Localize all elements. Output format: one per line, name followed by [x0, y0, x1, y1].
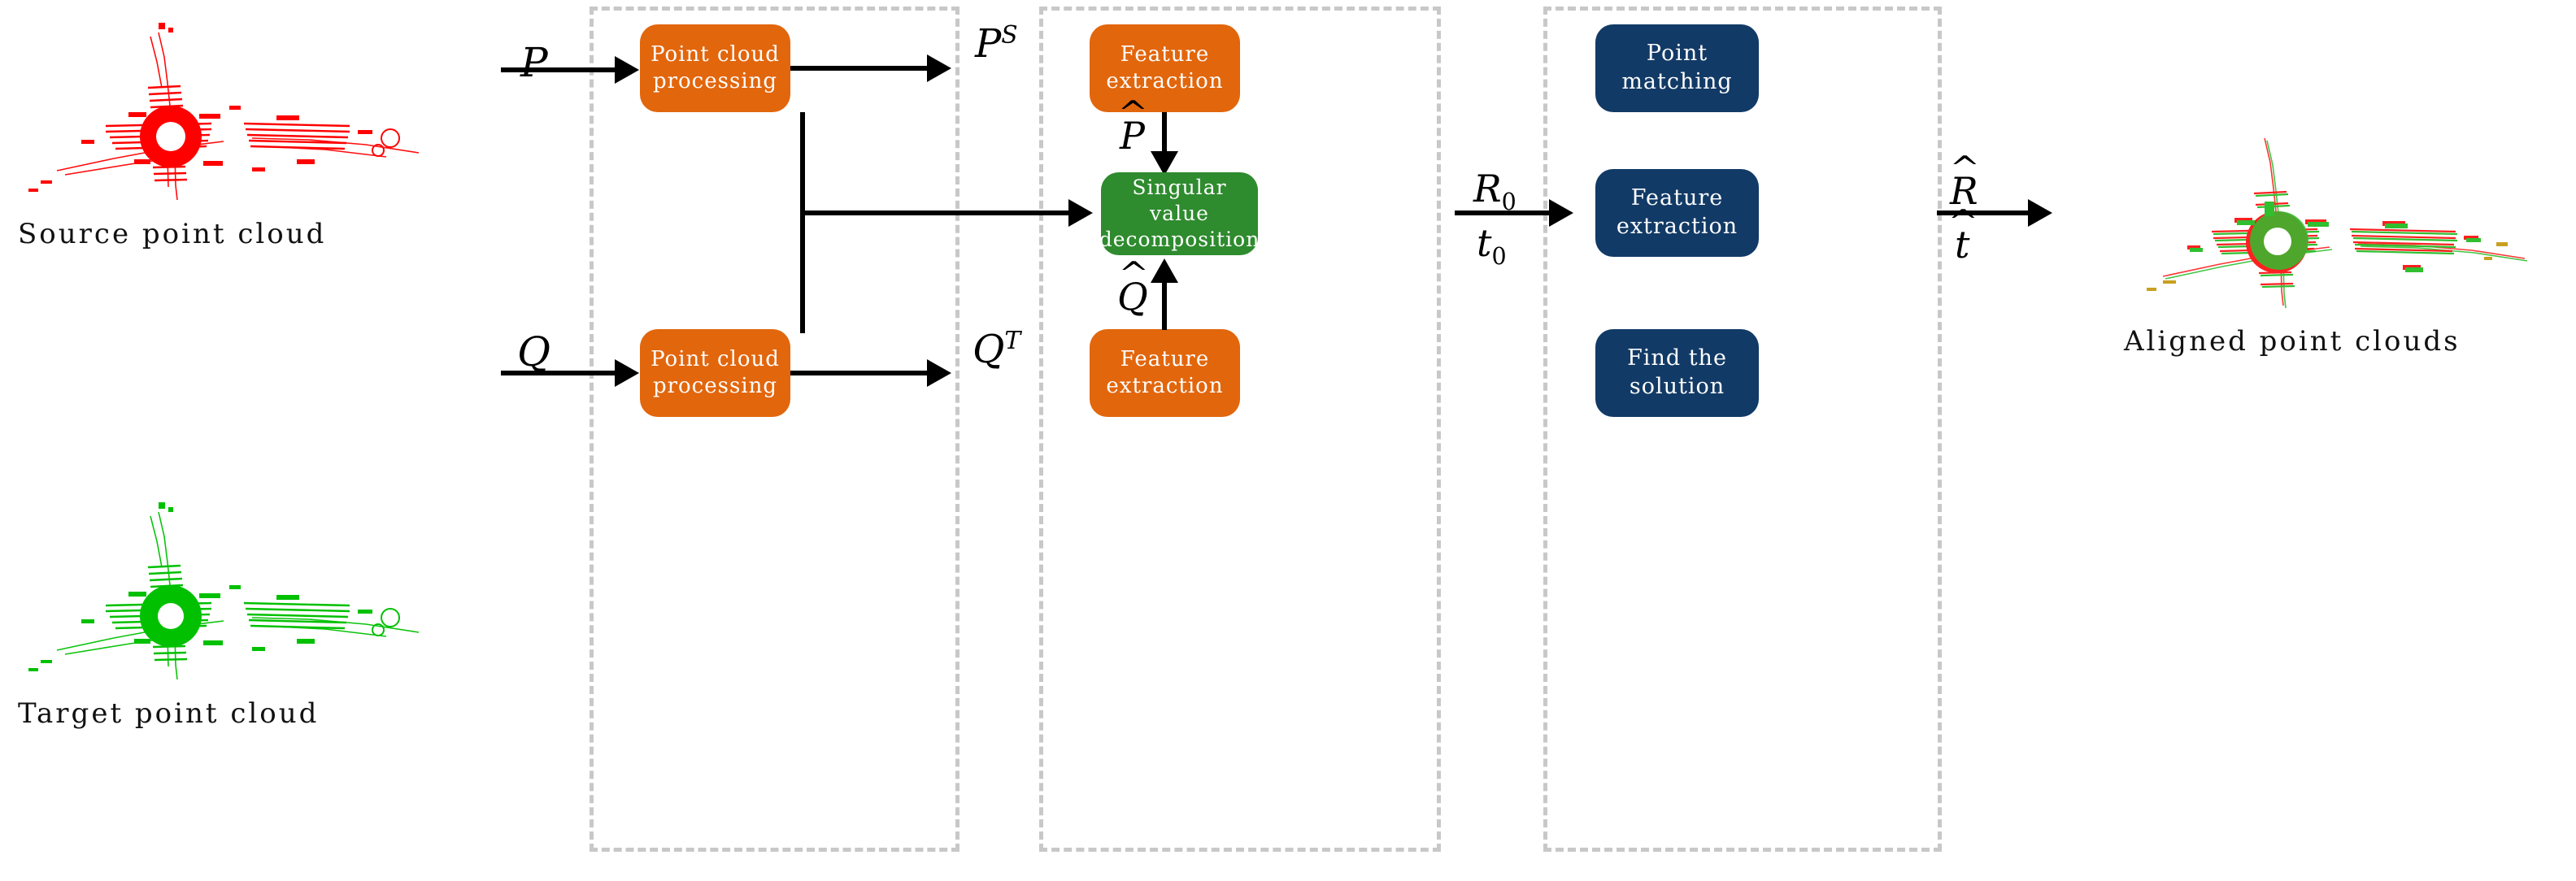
- group-fine-registration-stage: [1543, 7, 1942, 852]
- arrow-line-phat: [1162, 112, 1167, 163]
- target-point-cloud-image: [8, 488, 463, 683]
- box-feature-extraction-top[interactable]: Feature extraction: [1090, 24, 1240, 112]
- branch-line-top-vertical: [800, 112, 805, 218]
- label-Q-superscript-T: QT: [973, 327, 1021, 372]
- box-point-matching[interactable]: Point matching: [1595, 24, 1759, 112]
- superscript-T: T: [1004, 327, 1021, 355]
- arrow-line-r0t0: [1455, 210, 1557, 215]
- aligned-point-clouds-image: [2114, 114, 2569, 309]
- aligned-point-clouds-caption: Aligned point clouds: [2124, 325, 2461, 358]
- arrow-head-phat: [1151, 151, 1178, 176]
- superscript-S: S: [1001, 21, 1018, 50]
- target-point-cloud-caption: Target point cloud: [18, 697, 320, 730]
- branch-arrow-head-to-svd: [1068, 199, 1093, 227]
- label-R-zero: R0: [1473, 167, 1516, 216]
- box-feature-extraction-right[interactable]: Feature extraction: [1595, 169, 1759, 257]
- arrow-head-qhat: [1151, 258, 1178, 283]
- box-singular-value-decomposition[interactable]: Singular value decomposition: [1099, 172, 1259, 255]
- arrow-head-r0t0: [1549, 199, 1573, 227]
- arrow-line-qhat: [1162, 280, 1167, 330]
- subscript-0: 0: [1501, 189, 1516, 216]
- arrow-line-qt: [790, 371, 935, 375]
- group-preprocessing-stage: [590, 7, 959, 852]
- label-t-zero: t0: [1477, 221, 1507, 271]
- label-Q: Q: [517, 328, 550, 375]
- box-point-cloud-processing-bottom[interactable]: Point cloud processing: [640, 329, 790, 417]
- arrow-line-q: [501, 371, 623, 375]
- arrow-head-rhat-that: [2028, 199, 2052, 227]
- box-point-cloud-processing-top[interactable]: Point cloud processing: [640, 24, 790, 112]
- arrow-head-q: [615, 359, 639, 387]
- label-P: P: [520, 39, 548, 86]
- label-t-hat: t: [1955, 223, 1970, 267]
- box-find-the-solution[interactable]: Find the solution: [1595, 329, 1759, 417]
- label-P-hat: P: [1120, 114, 1145, 158]
- label-Q-hat: Q: [1117, 275, 1148, 319]
- label-P-superscript-S: PS: [975, 21, 1018, 67]
- arrow-line-ps: [790, 66, 935, 71]
- arrow-line-rhat-that: [1937, 210, 2036, 215]
- box-feature-extraction-bottom[interactable]: Feature extraction: [1090, 329, 1240, 417]
- arrow-head-qt: [927, 359, 951, 387]
- hat-accent: P: [1120, 114, 1145, 158]
- branch-line-to-svd: [800, 210, 1073, 215]
- arrow-line-p: [501, 67, 623, 72]
- arrow-head-ps: [927, 54, 951, 82]
- source-point-cloud-image: [8, 8, 463, 203]
- branch-line-bottom-vertical: [800, 213, 805, 333]
- hat-accent: Q: [1117, 275, 1148, 319]
- hat-accent: t: [1955, 223, 1970, 267]
- subscript-0: 0: [1491, 243, 1507, 271]
- group-coarse-registration-stage: [1039, 7, 1441, 852]
- source-point-cloud-caption: Source point cloud: [18, 218, 327, 250]
- arrow-head-p: [615, 56, 639, 84]
